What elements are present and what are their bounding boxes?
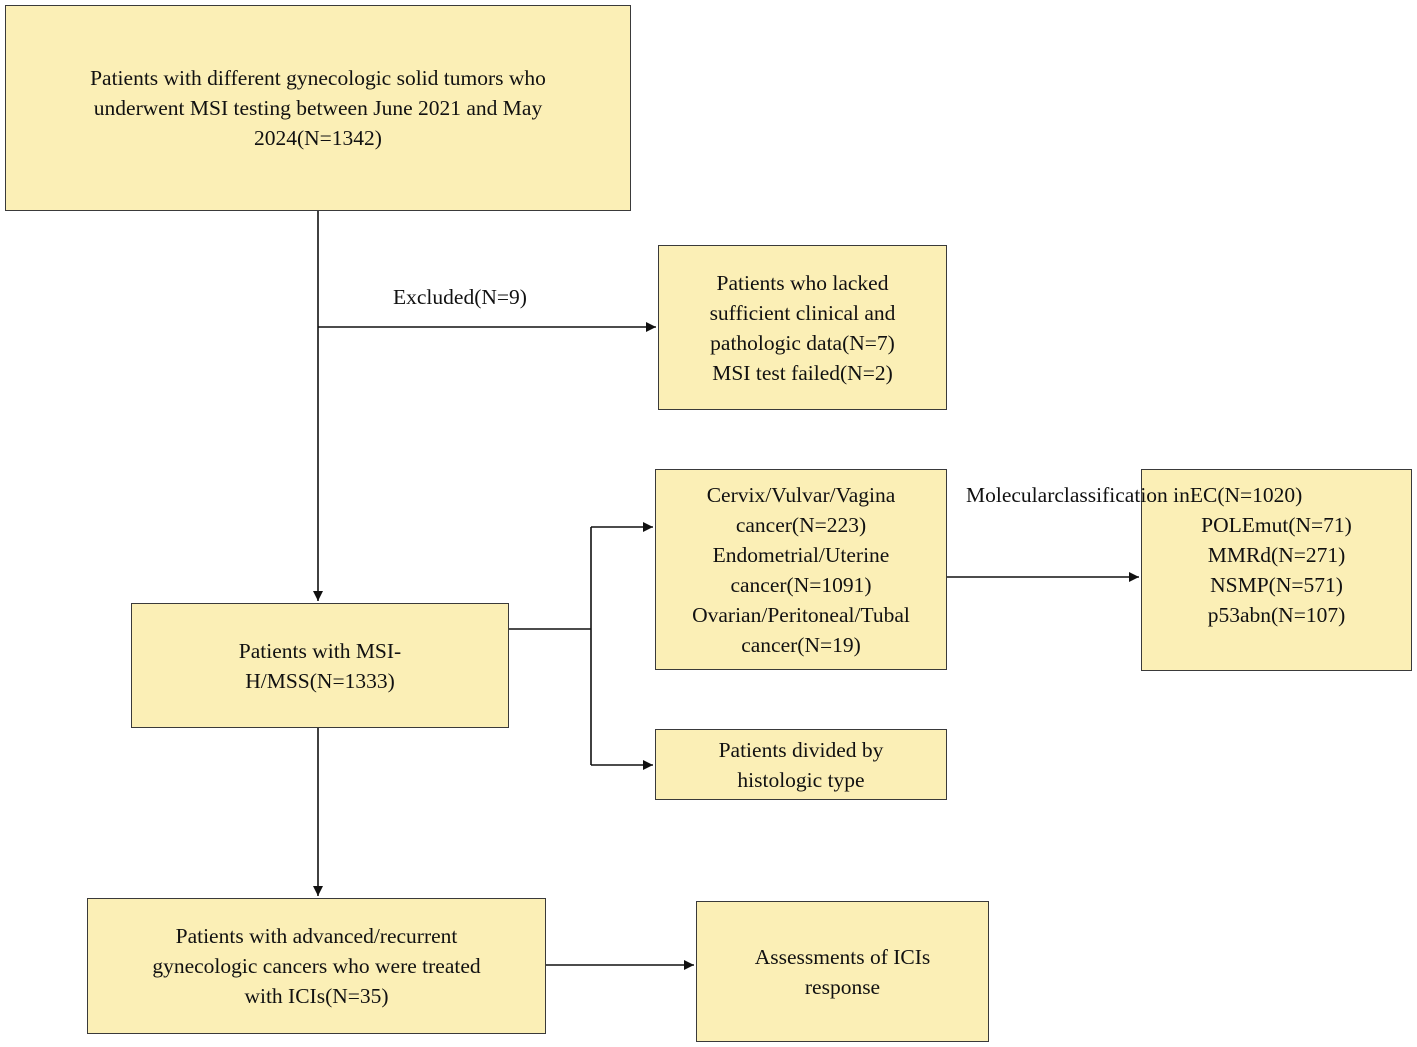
ici-treated-box-line: Patients with advanced/recurrent (175, 924, 458, 948)
excluded-details-box-line: MSI test failed(N=2) (712, 360, 893, 385)
ici-assessment-box-line: response (804, 974, 881, 999)
molecular-subtypes-box-line: MMRd(N=271) (1207, 543, 1346, 567)
ici-treated-box-line: with ICIs(N=35) (244, 984, 389, 1008)
start-box-line: 2024(N=1342) (254, 126, 382, 150)
excluded-label: Excluded(N=9) (393, 282, 527, 312)
cancer-sites-box-line: Cervix/Vulvar/Vagina (706, 482, 896, 507)
msi-status-box-line: H/MSS(N=1333) (245, 668, 395, 693)
cancer-sites-box-line: cancer(N=1091) (730, 572, 872, 597)
ici-treated-box: Patients with advanced/recurrent gynecolo… (87, 898, 546, 1034)
start-box-line: Patients with different gynecologic soli… (90, 66, 546, 90)
msi-status-box: Patients with MSI- H/MSS(N=1333) (131, 603, 509, 728)
histologic-type-box-line: histologic type (737, 767, 865, 792)
molecular-classification-label-line: Molecular (966, 483, 1055, 507)
cancer-sites-box-line: cancer(N=19) (741, 632, 861, 657)
start-box: Patients with different gynecologic soli… (5, 5, 631, 211)
molecular-classification-label-line: classification in (1054, 483, 1190, 507)
excluded-details-box: Patients who lacked sufficient clinical a… (658, 245, 947, 410)
excluded-details-box-line: pathologic data(N=7) (710, 330, 895, 355)
ici-assessment-box: Assessments of ICIs response (696, 901, 989, 1042)
msi-status-box-line: Patients with MSI- (238, 638, 402, 663)
ici-assessment-box-line: Assessments of ICIs (754, 944, 931, 969)
molecular-subtypes-box-line: POLEmut(N=71) (1201, 513, 1352, 537)
molecular-classification-label: Molecularclassification inEC(N=1020) (966, 480, 1302, 510)
ici-treated-box-line: gynecologic cancers who were treated (152, 954, 481, 978)
molecular-subtypes-box-line: p53abn(N=107) (1207, 603, 1346, 627)
molecular-classification-label-line: EC(N=1020) (1189, 483, 1303, 507)
cancer-sites-box-line: cancer(N=223) (735, 512, 867, 537)
cancer-sites-box-line: Endometrial/Uterine (712, 542, 890, 567)
cancer-sites-box-line: Ovarian/Peritoneal/Tubal (692, 602, 910, 627)
histologic-type-box: Patients divided by histologic type (655, 729, 947, 800)
start-box-line: underwent MSI testing between June 2021 … (93, 96, 543, 120)
excluded-details-box-line: sufficient clinical and (709, 300, 896, 325)
molecular-subtypes-box: POLEmut(N=71) MMRd(N=271) NSMP(N=571) p53ab… (1141, 469, 1412, 671)
excluded-label-line: Excluded(N=9) (393, 285, 527, 309)
cancer-sites-box: Cervix/Vulvar/Vagina cancer(N=223) Endomet… (655, 469, 947, 670)
excluded-details-box-line: Patients who lacked (716, 270, 889, 295)
histologic-type-box-line: Patients divided by (718, 737, 884, 762)
molecular-subtypes-box-line: NSMP(N=571) (1210, 573, 1343, 597)
